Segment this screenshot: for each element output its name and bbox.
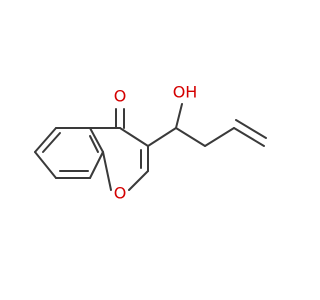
double-bond-inner: [89, 135, 99, 153]
pyranone-ring: [89, 108, 149, 191]
bond: [204, 127, 235, 147]
carbonyl-oxygen-label: O: [114, 87, 127, 106]
diagram-background: [0, 0, 300, 300]
hydroxyl-label: OH: [173, 83, 198, 102]
bond: [89, 151, 104, 179]
alkene-double-bond: [235, 119, 267, 139]
bond: [119, 127, 149, 147]
bond: [102, 151, 112, 191]
bond: [175, 127, 206, 147]
bond: [175, 103, 183, 129]
double-bond-inner: [42, 132, 61, 153]
bond: [233, 127, 265, 147]
ring-oxygen-label: O: [114, 184, 127, 203]
bond: [89, 127, 104, 153]
bond: [128, 170, 149, 191]
bond: [147, 127, 177, 147]
side-chain: [147, 103, 267, 147]
bond: [34, 127, 57, 153]
bond: [34, 151, 57, 179]
benzene-ring: [34, 127, 104, 179]
chemical-structure-diagram: O OH O: [0, 0, 300, 300]
